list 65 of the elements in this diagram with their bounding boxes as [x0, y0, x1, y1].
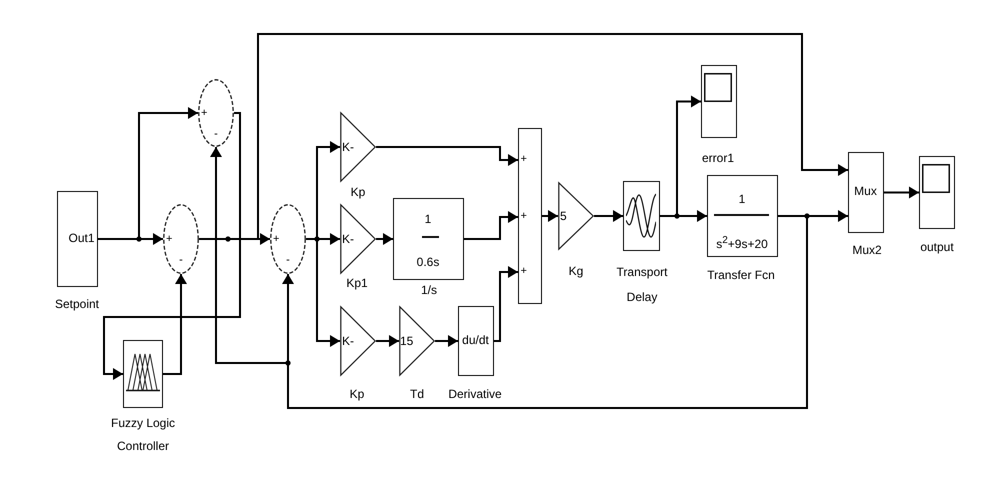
port-sign: + [273, 232, 280, 246]
block-label: Kp [350, 387, 364, 401]
block-label: Derivative [448, 387, 502, 401]
transfer-function-block [707, 175, 778, 257]
arrow [103, 112, 241, 380]
denominator: 0.6s [416, 254, 440, 268]
arrow [376, 233, 393, 245]
mux-block [848, 152, 884, 233]
block-label: Kp [350, 186, 366, 199]
block-text: Mux [854, 184, 877, 198]
scope-block [919, 156, 955, 229]
arrow [435, 335, 458, 347]
delay-block [623, 181, 660, 251]
transfer-function-block [393, 198, 464, 280]
block-label: Transfer Fcn [707, 267, 775, 283]
gain-triangle [340, 306, 376, 376]
block-label: output [920, 239, 954, 255]
gain-value: K- [342, 140, 354, 154]
port-sign: - [214, 127, 218, 141]
arrow [376, 335, 399, 347]
block-label: 1/s [421, 284, 437, 297]
gain-triangle [558, 182, 594, 250]
denominator: s$^{2}$+9s+20 [716, 234, 768, 250]
block-label: Kg [568, 263, 584, 279]
sum-junction [270, 204, 306, 274]
scope-block [701, 65, 737, 138]
sum-junction [163, 204, 199, 274]
arrow [542, 210, 558, 222]
arrow [884, 186, 919, 198]
port-sign: + [520, 152, 527, 166]
numerator: 1 [424, 212, 432, 226]
arrow [594, 210, 623, 222]
block-label: Kp1 [346, 277, 368, 290]
block-label: Fuzzy Logic Controller [110, 415, 176, 455]
gain-triangle [399, 306, 435, 376]
block-label: Transport Delay [616, 264, 668, 306]
port-sign: + [166, 232, 172, 246]
sum-block [518, 128, 542, 304]
gain-triangle [340, 112, 376, 182]
gain-value: 5 [560, 209, 567, 223]
sum-junction [198, 79, 234, 147]
gain-triangle [340, 204, 376, 274]
arrow [210, 147, 808, 409]
gain-value: 15 [400, 334, 414, 348]
block-label: Setpoint [54, 296, 100, 312]
arrow [163, 274, 187, 375]
block-text: Out1 [68, 230, 94, 244]
block-label: Td [410, 387, 424, 401]
block-label: Mux2 [852, 242, 882, 258]
controller-block [123, 340, 163, 408]
arrow [376, 146, 518, 166]
port-sign: + [201, 106, 208, 120]
numerator: 1 [738, 192, 746, 206]
port-sign: - [179, 253, 183, 267]
arrow [464, 211, 518, 240]
block-label: error1 [702, 150, 734, 166]
arrow [494, 266, 518, 342]
derivative-block [458, 306, 494, 376]
gain-value: K- [342, 334, 354, 348]
port-sign: + [520, 208, 527, 222]
source-block [57, 191, 98, 287]
gain-value: K- [342, 232, 354, 246]
block-text: du/dt [462, 332, 489, 346]
port-sign: - [286, 253, 290, 267]
port-sign: + [520, 264, 527, 278]
